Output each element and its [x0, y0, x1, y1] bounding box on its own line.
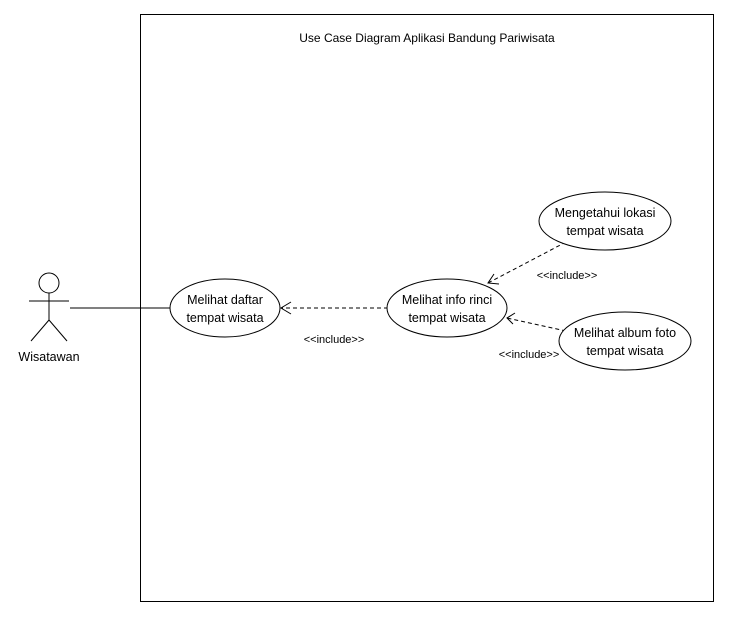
include-label-album-info: <<include>>	[499, 349, 560, 361]
use-case-label-line1: Melihat daftar	[187, 293, 263, 307]
actor-left-leg	[30, 319, 50, 342]
use-case-melihat-album[interactable]: Melihat album foto tempat wisata	[558, 311, 692, 371]
use-case-label-line2: tempat wisata	[586, 344, 663, 358]
use-case-melihat-info-rinci[interactable]: Melihat info rinci tempat wisata	[386, 278, 508, 338]
use-case-ellipse	[538, 191, 672, 251]
include-line-album-info	[506, 317, 567, 332]
diagram-title: Use Case Diagram Aplikasi Bandung Pariwi…	[299, 31, 555, 45]
use-case-label-line2: tempat wisata	[408, 311, 485, 325]
use-case-ellipse	[386, 278, 508, 338]
actor-right-leg	[48, 319, 68, 342]
use-case-label-line2: tempat wisata	[186, 311, 263, 325]
use-case-mengetahui-lokasi[interactable]: Mengetahui lokasi tempat wisata	[538, 191, 672, 251]
include-arrowhead-lokasi	[487, 273, 500, 285]
include-arrowhead-album	[506, 312, 516, 325]
use-case-label-line2: tempat wisata	[566, 224, 643, 238]
actor-wisatawan[interactable]: Wisatawan	[18, 272, 80, 364]
use-case-label-line1: Melihat info rinci	[402, 293, 492, 307]
use-case-ellipse	[169, 278, 281, 338]
use-case-ellipse	[558, 311, 692, 371]
use-case-melihat-daftar[interactable]: Melihat daftar tempat wisata	[169, 278, 281, 338]
use-case-label-line1: Melihat album foto	[574, 326, 676, 340]
use-case-label-line1: Mengetahui lokasi	[555, 206, 656, 220]
include-label-lokasi-info: <<include>>	[537, 270, 598, 282]
include-arrowhead-daftar	[280, 301, 292, 315]
include-line-lokasi-info	[487, 241, 567, 284]
actor-head	[38, 272, 60, 294]
actor-label: Wisatawan	[18, 350, 79, 364]
include-label-info-daftar: <<include>>	[304, 334, 365, 346]
